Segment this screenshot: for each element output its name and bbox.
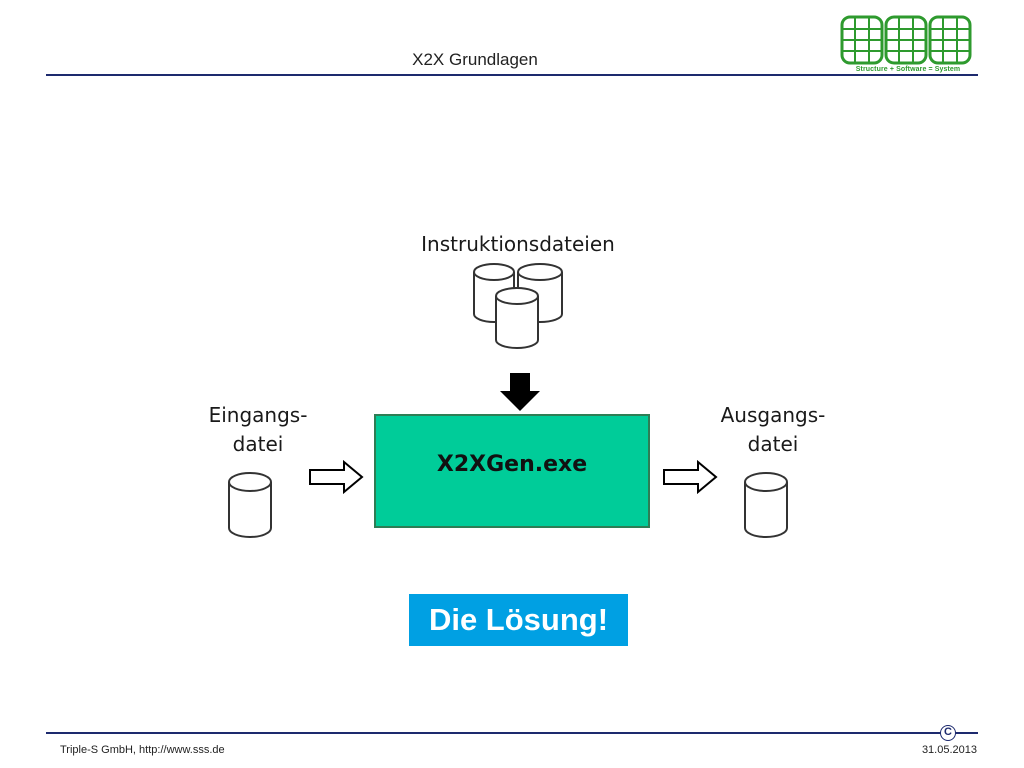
logo-tagline: Structure + Software = System bbox=[855, 66, 961, 73]
output-arrow-icon bbox=[663, 460, 718, 494]
solution-callout: Die Lösung! bbox=[409, 594, 628, 646]
copyright-icon: C bbox=[940, 725, 956, 741]
input-label-line2: datei bbox=[232, 432, 284, 456]
footer-company: Triple-S GmbH, http://www.sss.de bbox=[60, 744, 225, 756]
process-label: X2XGen.exe bbox=[436, 452, 588, 477]
page-title: X2X Grundlagen bbox=[412, 50, 538, 69]
output-file-icon bbox=[744, 472, 788, 538]
output-label-line1: Ausgangs- bbox=[720, 403, 826, 427]
process-box bbox=[374, 414, 650, 528]
down-arrow-icon bbox=[500, 373, 540, 411]
footer-rule bbox=[46, 732, 978, 734]
input-arrow-icon bbox=[309, 460, 364, 494]
sss-logo-icon bbox=[840, 15, 972, 65]
footer-date: 31.05.2013 bbox=[921, 744, 977, 756]
header-rule bbox=[46, 74, 978, 76]
instructions-label: Instruktionsdateien bbox=[421, 232, 615, 256]
instruction-files-icon bbox=[473, 263, 563, 349]
output-label-line2: datei bbox=[747, 432, 799, 456]
input-label-line1: Eingangs- bbox=[208, 403, 308, 427]
input-file-icon bbox=[228, 472, 272, 538]
